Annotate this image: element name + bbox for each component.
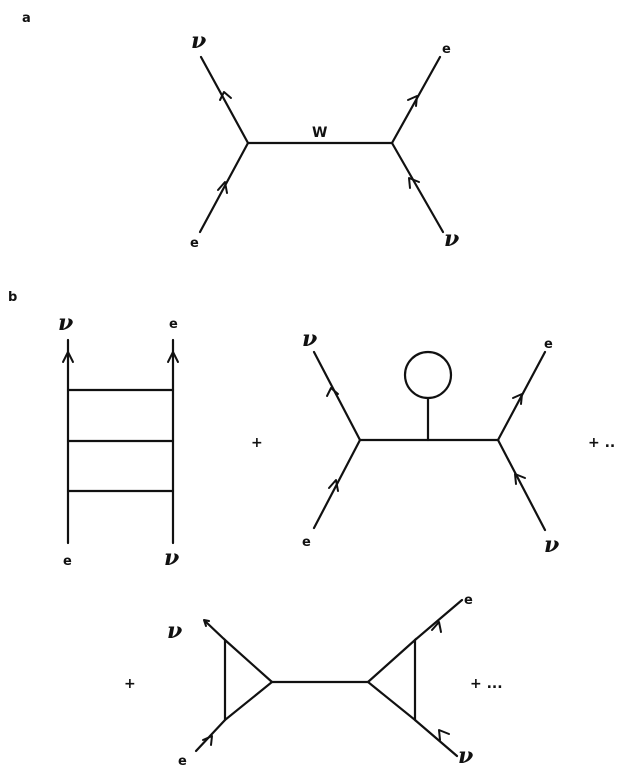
- label-nu-triangle-bottom: ν: [458, 743, 473, 769]
- panel-b: b ν e e ν +: [8, 290, 615, 769]
- left-triangle-incoming-electron: [194, 718, 227, 753]
- plus-sign-2: +: [124, 676, 136, 692]
- arrow-tadpole-incoming-electron: [328, 479, 339, 492]
- arrow-outgoing-electron: [407, 95, 418, 107]
- diagram-b-tadpole: ν e e ν: [302, 326, 559, 558]
- arrow-ladder-right: [167, 351, 179, 363]
- label-w-boson: W: [312, 125, 327, 141]
- plus-ellipsis-2: + ...: [470, 676, 503, 692]
- tadpole-loop: [403, 350, 453, 400]
- tadpole-outgoing-neutrino: [312, 350, 362, 442]
- plus-sign-1: +: [251, 435, 263, 451]
- arrow-tadpole-outgoing-neutrino: [326, 387, 339, 397]
- arrow-tadpole-outgoing-electron: [512, 393, 523, 405]
- label-nu-tadpole-top: ν: [302, 326, 317, 352]
- label-e-ladder-top: e: [169, 317, 178, 332]
- outgoing-neutrino-line: [199, 55, 250, 145]
- arrow-incoming-neutrino: [408, 177, 420, 189]
- label-nu-top-left: ν: [191, 28, 206, 54]
- plus-ellipsis-1: + ..: [588, 435, 615, 451]
- label-e-triangle-top: e: [464, 593, 473, 608]
- label-e-bottom-left: e: [190, 236, 199, 251]
- incoming-electron-line: [198, 141, 250, 234]
- arrow-triangle-outgoing-neutrino: [203, 619, 210, 627]
- arrow-triangle-outgoing-electron: [431, 621, 442, 633]
- arrow-triangle-incoming-neutrino: [438, 729, 450, 741]
- arrow-incoming-electron: [217, 181, 228, 194]
- diagram-a-tree-w-exchange: ν e W e ν: [190, 28, 459, 252]
- label-nu-ladder-top: ν: [58, 310, 73, 336]
- left-triangle-outgoing-neutrino: [204, 620, 227, 642]
- label-e-triangle-bottom: e: [178, 754, 187, 769]
- panel-a: a ν e W e ν: [22, 11, 459, 252]
- right-triangle-loop: [366, 637, 417, 723]
- left-triangle-loop: [223, 637, 274, 723]
- label-nu-ladder-bottom: ν: [164, 545, 179, 571]
- arrow-tadpole-incoming-neutrino: [514, 473, 526, 485]
- label-e-ladder-bottom: e: [63, 554, 72, 569]
- label-e-top-right: e: [442, 42, 451, 57]
- tadpole-incoming-neutrino: [496, 438, 547, 532]
- label-nu-triangle-top: ν: [167, 618, 182, 644]
- panel-label-a: a: [22, 11, 31, 26]
- label-nu-tadpole-bottom: ν: [544, 532, 559, 558]
- label-nu-bottom-right: ν: [444, 226, 459, 252]
- label-e-tadpole-bottom: e: [302, 535, 311, 550]
- label-e-tadpole-top: e: [544, 337, 553, 352]
- right-triangle-incoming-neutrino: [413, 718, 459, 758]
- arrow-triangle-incoming-electron: [202, 735, 213, 746]
- right-triangle-outgoing-electron: [413, 598, 464, 642]
- panel-label-b: b: [8, 290, 17, 305]
- diagram-b-ladder: ν e e ν: [58, 310, 179, 571]
- arrow-ladder-left: [62, 351, 74, 363]
- incoming-neutrino-line: [390, 141, 445, 234]
- arrow-outgoing-neutrino: [219, 91, 232, 101]
- diagram-b-triangle-vertex: + ν e e ν: [124, 593, 473, 769]
